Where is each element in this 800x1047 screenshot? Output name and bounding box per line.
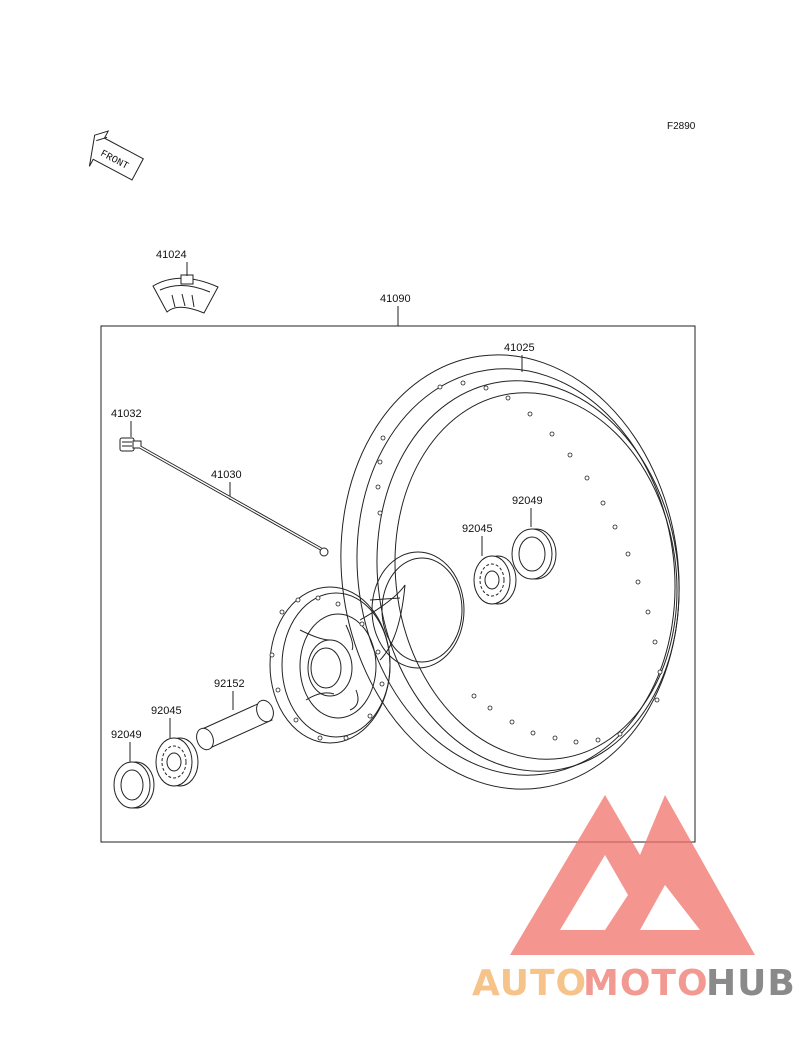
label-bearing-right: 92045 [462,523,493,535]
assembly-frame [100,325,696,843]
diagram-code: F2890 [667,121,696,132]
tube-icon [152,268,219,314]
label-spoke: 41030 [211,469,242,481]
seal-left-icon [113,761,155,809]
spoke-icon [139,445,329,557]
label-collar: 92152 [214,678,245,690]
label-bearing-left: 92045 [151,705,182,717]
collar-icon [196,699,274,751]
label-tube: 41024 [156,249,187,261]
watermark-moto: MOTO [583,963,709,1004]
bearing-right-icon [473,555,517,605]
rim-icon [340,354,680,790]
label-rim: 41025 [504,342,535,354]
label-seal-left: 92049 [111,729,142,741]
front-arrow-icon: FRONT [88,130,144,181]
hub-icon [269,551,465,744]
seal-right-icon [511,528,557,580]
label-nipple: 41032 [111,408,142,420]
watermark-text: AUTO MOTO HUB [472,963,796,1004]
watermark-logo-icon [510,795,755,955]
watermark-auto: AUTO [472,963,587,1004]
bearing-left-icon [155,737,199,787]
nipple-icon [119,437,142,452]
front-label: FRONT [98,149,130,173]
watermark-hub: HUB [706,963,796,1004]
label-seal-right: 92049 [512,495,543,507]
label-group: 41090 [380,293,411,305]
